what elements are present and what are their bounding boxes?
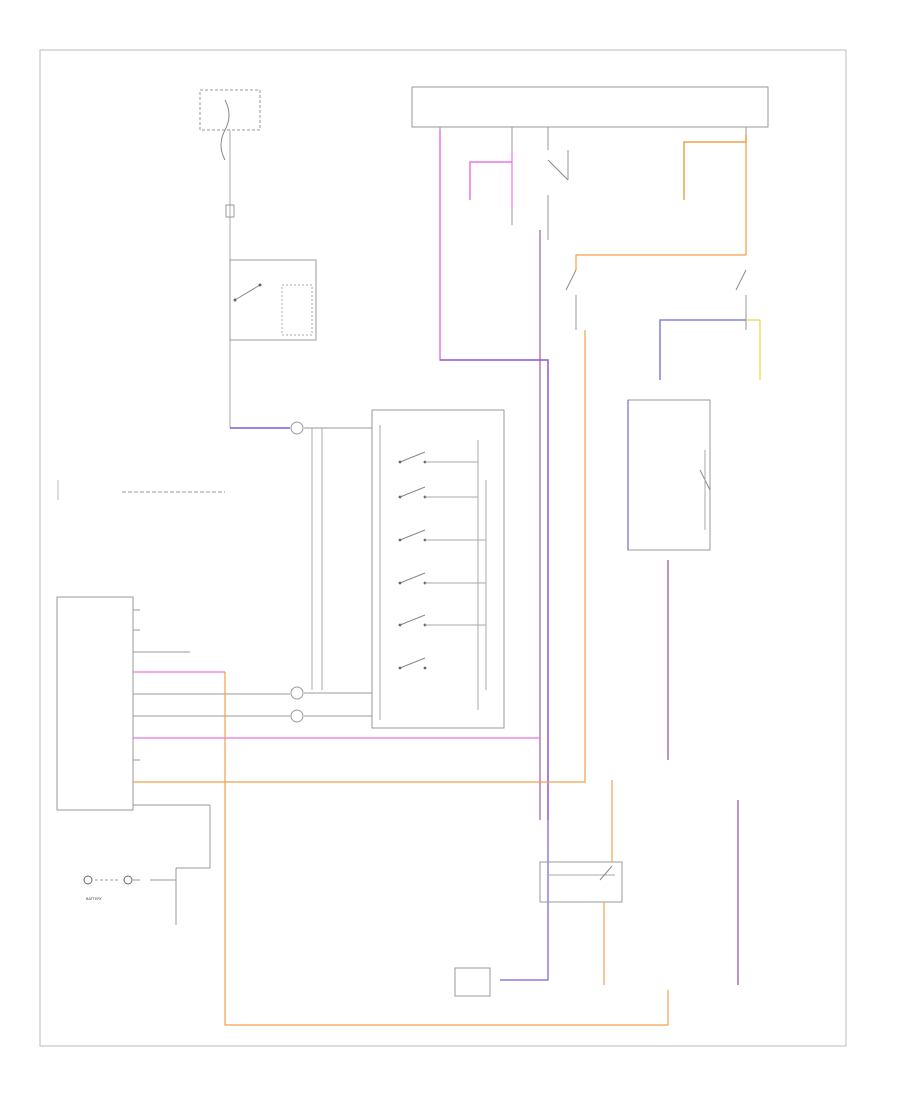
connector-c3 xyxy=(290,709,304,723)
connector-c2 xyxy=(290,686,304,700)
diagram-border xyxy=(39,49,847,1047)
stoplamp-switch xyxy=(547,150,569,240)
speed-control-module xyxy=(56,596,290,811)
battery-symbol: BATTERY xyxy=(83,875,140,901)
wire-orange-top xyxy=(683,135,747,200)
wire-pink-main xyxy=(439,130,549,820)
battery-label: BATTERY xyxy=(86,897,103,901)
brake-switch-right xyxy=(735,269,747,330)
connector-c1 xyxy=(290,421,304,435)
wire-blue-right xyxy=(659,319,746,380)
clutch-box-right xyxy=(627,399,711,551)
traction-module xyxy=(454,967,491,997)
speed-control-servo xyxy=(539,861,623,903)
brake-switch-left xyxy=(565,269,577,330)
relay-box xyxy=(229,259,317,341)
speed-control-switch-box xyxy=(371,409,505,729)
wire-violet-main xyxy=(440,359,549,981)
wire-orange-main xyxy=(133,330,586,783)
top-right-panel xyxy=(411,86,769,150)
wire-orange-bottom xyxy=(224,672,669,1026)
top-left-fuse-panel xyxy=(199,89,261,420)
